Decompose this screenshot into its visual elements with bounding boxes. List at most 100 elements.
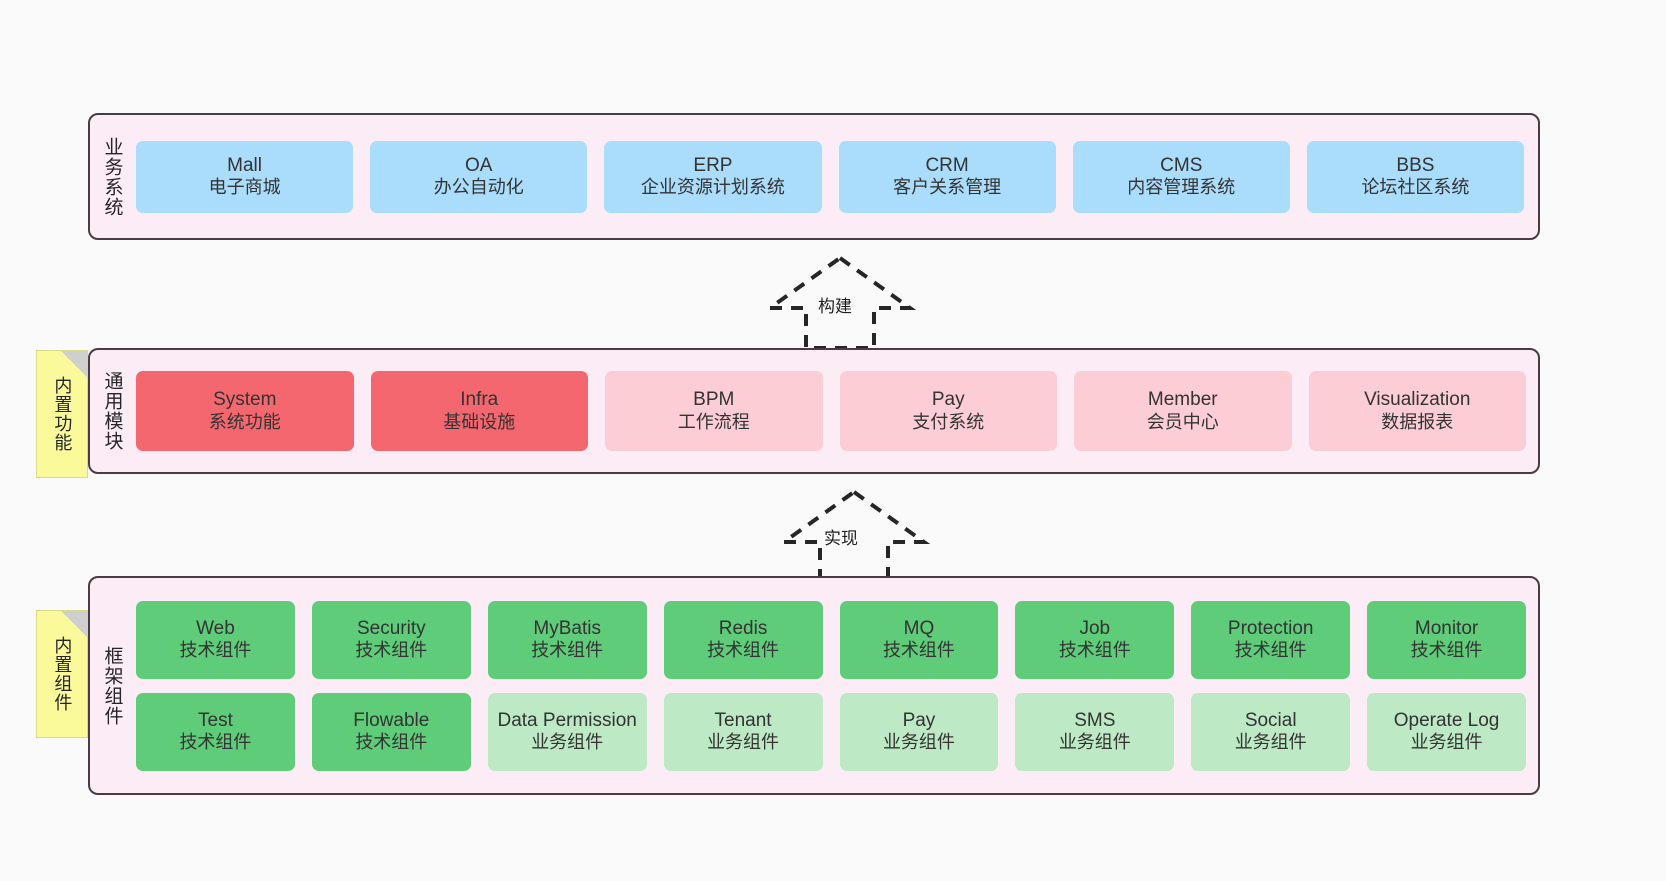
business-cell-cms[interactable]: CMS 内容管理系统 bbox=[1072, 140, 1290, 213]
cell-desc: 技术组件 bbox=[531, 640, 604, 661]
cell-name: ERP bbox=[693, 154, 733, 176]
cell-name: Protection bbox=[1227, 617, 1314, 639]
cell-name: Web bbox=[196, 617, 235, 639]
framework-cell-flowable[interactable]: Flowable 技术组件 bbox=[311, 692, 471, 771]
framework-cell-data-permission[interactable]: Data Permission 业务组件 bbox=[487, 692, 647, 771]
cell-desc: 技术组件 bbox=[1410, 640, 1483, 661]
cell-name: Infra bbox=[460, 389, 499, 411]
framework-cell-redis[interactable]: Redis 技术组件 bbox=[663, 600, 823, 679]
layer-business-systems: 业务系统 Mall 电子商城 OA 办公自动化 ERP 企业资源计划系统 CRM… bbox=[88, 113, 1540, 240]
framework-cell-mq[interactable]: MQ 技术组件 bbox=[839, 600, 999, 679]
cell-name: Security bbox=[356, 617, 426, 639]
cell-desc: 技术组件 bbox=[179, 640, 252, 661]
framework-cell-monitor[interactable]: Monitor 技术组件 bbox=[1367, 600, 1526, 679]
business-cell-mall[interactable]: Mall 电子商城 bbox=[136, 140, 354, 213]
business-cell-oa[interactable]: OA 办公自动化 bbox=[370, 140, 588, 213]
sticky-note-builtin-features: 内置功能 bbox=[36, 350, 88, 478]
framework-cell-mybatis[interactable]: MyBatis 技术组件 bbox=[487, 600, 647, 679]
cell-name: CMS bbox=[1160, 154, 1203, 176]
common-cell-visualization[interactable]: Visualization 数据报表 bbox=[1308, 371, 1526, 451]
business-row: Mall 电子商城 OA 办公自动化 ERP 企业资源计划系统 CRM 客户关系… bbox=[136, 140, 1525, 213]
note-text: 内置功能 bbox=[52, 376, 73, 452]
cell-desc: 系统功能 bbox=[208, 411, 281, 432]
framework-cell-test[interactable]: Test 技术组件 bbox=[136, 692, 295, 771]
cell-desc: 业务组件 bbox=[1058, 732, 1131, 753]
framework-cell-tenant[interactable]: Tenant 业务组件 bbox=[663, 692, 823, 771]
framework-cell-social[interactable]: Social 业务组件 bbox=[1191, 692, 1351, 771]
cell-name: Flowable bbox=[353, 709, 430, 731]
cell-name: Redis bbox=[718, 617, 768, 639]
cell-name: SMS bbox=[1074, 709, 1116, 731]
framework-cell-pay[interactable]: Pay 业务组件 bbox=[839, 692, 999, 771]
note-text: 内置组件 bbox=[52, 636, 73, 712]
framework-row-biz: Test 技术组件 Flowable 技术组件 Data Permission … bbox=[136, 692, 1526, 771]
cell-name: BPM bbox=[693, 389, 735, 411]
cell-name: Test bbox=[198, 709, 233, 731]
cell-name: OA bbox=[465, 154, 493, 176]
cell-desc: 论坛社区系统 bbox=[1361, 177, 1470, 198]
business-cell-erp[interactable]: ERP 企业资源计划系统 bbox=[604, 140, 822, 213]
layer-title-business: 业务系统 bbox=[101, 136, 123, 217]
framework-cell-operate-log[interactable]: Operate Log 业务组件 bbox=[1367, 692, 1526, 771]
common-cell-pay[interactable]: Pay 支付系统 bbox=[839, 371, 1057, 451]
cell-desc: 技术组件 bbox=[179, 732, 252, 753]
cell-desc: 技术组件 bbox=[707, 640, 780, 661]
cell-desc: 数据报表 bbox=[1381, 411, 1454, 432]
cell-name: MQ bbox=[903, 617, 935, 639]
cell-desc: 业务组件 bbox=[1410, 732, 1483, 753]
cell-name: Social bbox=[1244, 709, 1297, 731]
framework-cell-protection[interactable]: Protection 技术组件 bbox=[1191, 600, 1351, 679]
cell-desc: 办公自动化 bbox=[433, 177, 524, 198]
cell-desc: 支付系统 bbox=[912, 411, 985, 432]
cell-desc: 客户关系管理 bbox=[893, 177, 1002, 198]
framework-cell-security[interactable]: Security 技术组件 bbox=[311, 600, 471, 679]
layer-title-common: 通用模块 bbox=[101, 371, 123, 451]
cell-name: Pay bbox=[902, 709, 936, 731]
layer-common-modules: 通用模块 System 系统功能 Infra 基础设施 BPM 工作流程 Pay… bbox=[88, 348, 1540, 474]
cell-desc: 业务组件 bbox=[531, 732, 604, 753]
cell-desc: 技术组件 bbox=[1234, 640, 1307, 661]
cell-desc: 技术组件 bbox=[1058, 640, 1131, 661]
cell-name: Pay bbox=[931, 389, 965, 411]
cell-name: Operate Log bbox=[1393, 709, 1500, 731]
cell-desc: 业务组件 bbox=[882, 732, 955, 753]
cell-desc: 业务组件 bbox=[1234, 732, 1307, 753]
cell-name: Tenant bbox=[714, 709, 772, 731]
common-row: System 系统功能 Infra 基础设施 BPM 工作流程 Pay 支付系统… bbox=[136, 371, 1526, 451]
cell-name: CRM bbox=[925, 154, 969, 176]
cell-name: Data Permission bbox=[497, 709, 637, 731]
cell-desc: 企业资源计划系统 bbox=[640, 177, 785, 198]
layer-body-framework: Web 技术组件 Security 技术组件 MyBatis 技术组件 Redi… bbox=[132, 578, 1538, 793]
arrow-implement-label: 实现 bbox=[824, 529, 858, 548]
framework-cell-sms[interactable]: SMS 业务组件 bbox=[1015, 692, 1175, 771]
sticky-note-builtin-components: 内置组件 bbox=[36, 610, 88, 738]
cell-desc: 电子商城 bbox=[208, 177, 281, 198]
layer-body-common: System 系统功能 Infra 基础设施 BPM 工作流程 Pay 支付系统… bbox=[132, 350, 1538, 472]
business-cell-crm[interactable]: CRM 客户关系管理 bbox=[838, 140, 1056, 213]
framework-cell-web[interactable]: Web 技术组件 bbox=[136, 600, 295, 679]
common-cell-bpm[interactable]: BPM 工作流程 bbox=[605, 371, 823, 451]
common-cell-infra[interactable]: Infra 基础设施 bbox=[370, 371, 588, 451]
layer-framework-components: 框架组件 Web 技术组件 Security 技术组件 MyBatis 技术组件… bbox=[88, 576, 1540, 795]
cell-desc: 技术组件 bbox=[355, 732, 428, 753]
cell-desc: 技术组件 bbox=[882, 640, 955, 661]
cell-name: Job bbox=[1079, 617, 1111, 639]
cell-name: Mall bbox=[227, 154, 262, 176]
cell-desc: 内容管理系统 bbox=[1127, 177, 1236, 198]
framework-cell-job[interactable]: Job 技术组件 bbox=[1015, 600, 1175, 679]
cell-name: System bbox=[213, 389, 277, 411]
cell-name: Member bbox=[1147, 389, 1218, 411]
cell-name: MyBatis bbox=[533, 617, 601, 639]
business-cell-bbs[interactable]: BBS 论坛社区系统 bbox=[1306, 140, 1525, 213]
cell-desc: 技术组件 bbox=[355, 640, 428, 661]
framework-row-tech: Web 技术组件 Security 技术组件 MyBatis 技术组件 Redi… bbox=[136, 600, 1526, 679]
cell-desc: 基础设施 bbox=[443, 411, 516, 432]
cell-desc: 业务组件 bbox=[707, 732, 780, 753]
cell-name: BBS bbox=[1396, 154, 1435, 176]
cell-name: Visualization bbox=[1364, 389, 1471, 411]
layer-title-framework: 框架组件 bbox=[101, 645, 123, 726]
cell-desc: 工作流程 bbox=[677, 411, 750, 432]
common-cell-system[interactable]: System 系统功能 bbox=[136, 371, 354, 451]
common-cell-member[interactable]: Member 会员中心 bbox=[1074, 371, 1292, 451]
